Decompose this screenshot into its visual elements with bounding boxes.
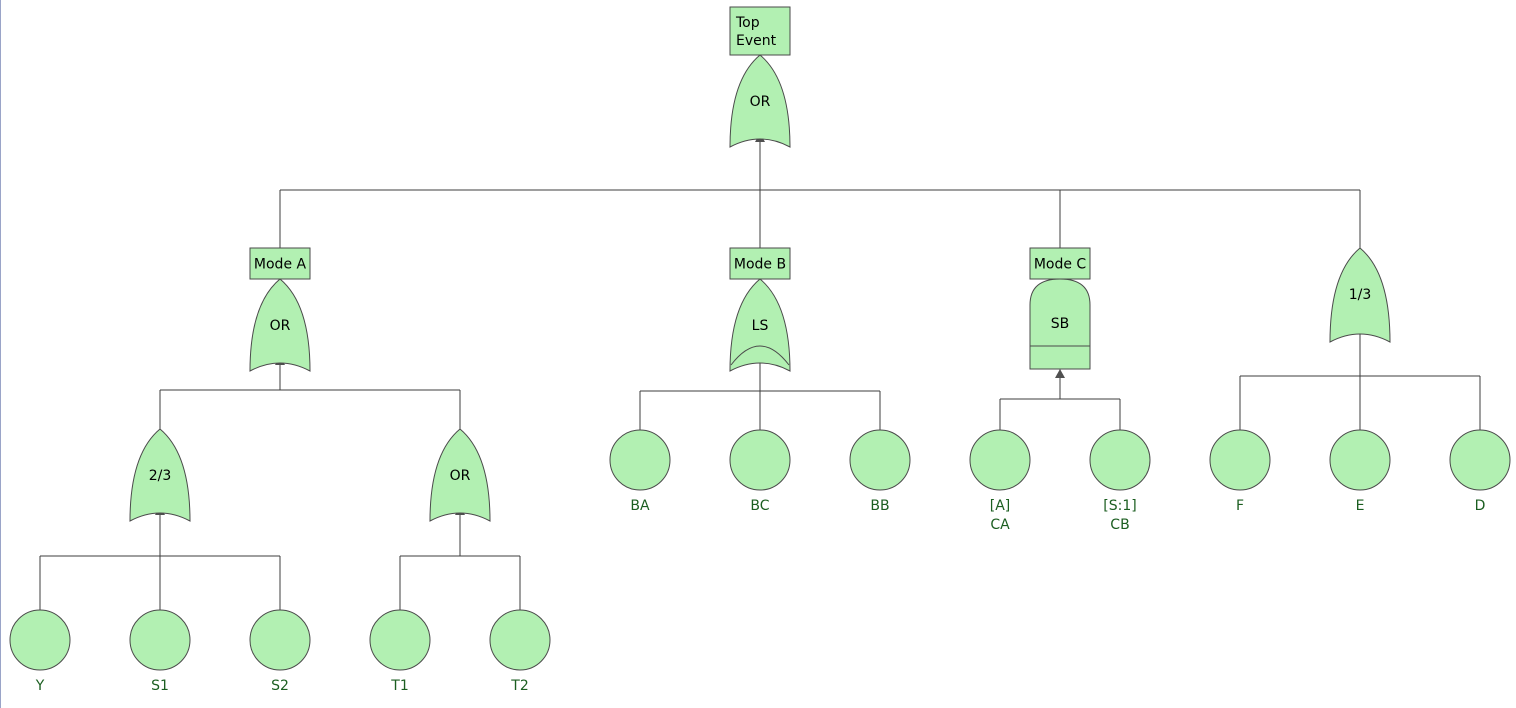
event-label: Mode B xyxy=(734,257,786,273)
event-box xyxy=(249,247,311,280)
gate-label: LS xyxy=(752,318,769,334)
gate-mode-c-sb[interactable]: SB xyxy=(1029,278,1091,370)
basic-event-s1[interactable]: S1 xyxy=(129,609,191,694)
event-box xyxy=(729,6,791,56)
basic-event-t2[interactable]: T2 xyxy=(489,609,551,694)
gate-arc xyxy=(730,345,790,366)
basic-event-label: D xyxy=(1475,498,1486,514)
basic-event-label: Y xyxy=(35,678,45,694)
basic-event-label: BB xyxy=(870,498,889,514)
event-mode-a[interactable]: Mode A xyxy=(249,247,311,280)
basic-event-circle xyxy=(969,429,1031,491)
gate-t-or[interactable]: OR xyxy=(429,428,491,522)
basic-event-bb[interactable]: BB xyxy=(849,429,911,514)
gate-label: 1/3 xyxy=(1349,287,1372,303)
basic-event-bc[interactable]: BC xyxy=(729,429,791,514)
connector-lines xyxy=(39,133,1481,610)
gate-label: 2/3 xyxy=(149,468,172,484)
basic-event-label: E xyxy=(1356,498,1365,514)
basic-event-circle xyxy=(129,609,191,671)
event-label: Mode C xyxy=(1034,257,1087,273)
basic-event-d[interactable]: D xyxy=(1449,429,1511,514)
basic-event-y[interactable]: Y xyxy=(9,609,71,694)
basic-event-label: [A] xyxy=(990,498,1011,514)
basic-event-t1[interactable]: T1 xyxy=(369,609,431,694)
gate-label: OR xyxy=(450,468,471,484)
basic-event-circle xyxy=(1089,429,1151,491)
basic-event-label: S1 xyxy=(151,678,169,694)
basic-event-label: F xyxy=(1236,498,1244,514)
basic-event-label-line2: CB xyxy=(1110,517,1129,533)
basic-event-ba[interactable]: BA xyxy=(609,429,671,514)
basic-event-label-line2: CA xyxy=(990,517,1010,533)
gate-label: OR xyxy=(270,318,291,334)
gate-vote-2-of-3[interactable]: 2/3 xyxy=(129,428,191,522)
basic-event-circle xyxy=(9,609,71,671)
gate-shape xyxy=(729,278,791,372)
gate-top-or[interactable]: OR xyxy=(729,54,791,148)
basic-event-label: T2 xyxy=(510,678,528,694)
gate-vote-1-of-3[interactable]: 1/3 xyxy=(1329,247,1391,343)
basic-event-circle xyxy=(249,609,311,671)
basic-event-circle xyxy=(1329,429,1391,491)
gate-mode-a-or[interactable]: OR xyxy=(249,278,311,372)
event-label: Mode A xyxy=(254,257,307,273)
gate-shape xyxy=(129,428,191,522)
event-label-line1: Top xyxy=(735,15,760,31)
event-box xyxy=(1029,247,1091,280)
gate-shape xyxy=(249,278,311,372)
basic-event-circle xyxy=(609,429,671,491)
basic-event-label: T1 xyxy=(390,678,408,694)
event-mode-b[interactable]: Mode B xyxy=(729,247,791,280)
event-mode-c[interactable]: Mode C xyxy=(1029,247,1091,280)
basic-event-circle xyxy=(489,609,551,671)
basic-event-ca[interactable]: [A] CA xyxy=(969,429,1031,533)
arrow-icon xyxy=(1055,369,1065,378)
event-box xyxy=(729,247,791,280)
basic-event-s2[interactable]: S2 xyxy=(249,609,311,694)
basic-event-f[interactable]: F xyxy=(1209,429,1271,514)
basic-event-label: [S:1] xyxy=(1103,498,1136,514)
basic-event-circle xyxy=(1449,429,1511,491)
basic-event-e[interactable]: E xyxy=(1329,429,1391,514)
basic-event-label: S2 xyxy=(271,678,289,694)
gate-label: OR xyxy=(750,94,771,110)
gate-shape xyxy=(1329,247,1391,343)
gate-shape xyxy=(429,428,491,522)
basic-event-circle xyxy=(729,429,791,491)
gate-label: SB xyxy=(1051,316,1070,332)
basic-event-label: BA xyxy=(630,498,650,514)
basic-event-circle xyxy=(369,609,431,671)
basic-event-label: BC xyxy=(750,498,769,514)
canvas-left-border xyxy=(0,0,1,708)
basic-event-circle xyxy=(849,429,911,491)
gate-mode-b-ls[interactable]: LS xyxy=(729,278,791,372)
event-label-line2: Event xyxy=(736,33,777,49)
basic-event-cb[interactable]: [S:1] CB xyxy=(1089,429,1151,533)
basic-event-circle xyxy=(1209,429,1271,491)
gate-shape xyxy=(729,54,791,148)
